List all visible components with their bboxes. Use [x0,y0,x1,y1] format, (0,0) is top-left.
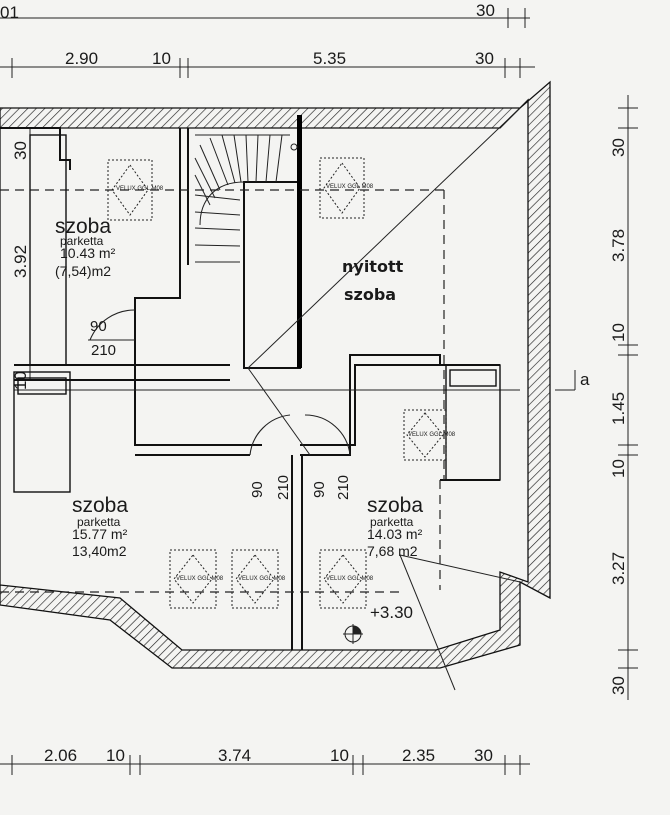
dim-r-378: 3.78 [609,229,628,262]
dim-235: 2.35 [402,746,435,765]
dim-374: 3.74 [218,746,251,765]
section-marker [555,370,576,391]
dim-30-bottom: 30 [474,746,493,765]
open-room-line2: szoba [344,285,396,304]
dim-r-30b: 30 [609,676,628,695]
roof-window-1 [107,159,153,221]
dim-top-right: 30 [476,1,495,20]
thick-wall [297,115,302,368]
dashed-lines [0,189,445,593]
room-2-area: 15.77 m² [72,526,128,542]
room-1-alt-area: (7,54)m2 [55,263,111,279]
roof-window-5 [231,549,279,609]
dim-290: 2.90 [65,49,98,68]
dim-r-145: 1.45 [609,392,628,425]
dim-l-30: 30 [11,141,30,160]
room-1-name: szoba [55,215,111,238]
dim-r-10b: 10 [609,459,628,478]
dim-r-30a: 30 [609,138,628,157]
roof-window-2 [319,157,365,219]
level-marker-icon [343,624,363,644]
room-1-area: 10.43 m² [60,245,116,261]
room-3-area: 14.03 m² [367,526,423,542]
dim-top-left: 01 [0,3,19,22]
room-2-floor: parketta [77,515,121,529]
door-3-height: 210 [335,475,352,500]
section-label: a [580,370,590,389]
level-label: +3.30 [370,603,413,622]
room-1-floor: parketta [60,234,104,248]
room-3-label: szoba parketta 14.03 m² 7,68 m2 [367,494,423,559]
dim-10-b2: 10 [330,746,349,765]
wardrobes [13,134,501,493]
window-label-6: VELUX GGL M08 [326,576,374,582]
room-3-alt-area: 7,68 m2 [367,543,418,559]
dim-l-392: 3.92 [11,245,30,278]
dim-r-10a: 10 [609,323,628,342]
dim-535: 5.35 [313,49,346,68]
open-room-line1: nyitott [342,257,404,276]
window-label-1: VELUX GGL M08 [116,186,164,192]
room-2-name: szoba [72,494,128,517]
roof-windows [107,157,447,609]
window-label-3: VELUX GGL M08 [408,432,456,438]
dim-10: 10 [152,49,171,68]
roof-window-3 [403,409,447,461]
dim-r-327: 3.27 [609,552,628,585]
roof-window-4 [169,549,217,609]
dim-10-b1: 10 [106,746,125,765]
room-2-alt-area: 13,40m2 [72,543,127,559]
window-label-2: VELUX GGL M08 [326,184,374,190]
door-2-height: 210 [275,475,292,500]
door-swings [88,309,351,456]
room-3-name: szoba [367,494,423,517]
dim-206: 2.06 [44,746,77,765]
staircase [194,134,298,263]
roof-lines [14,107,521,691]
interior-walls [0,127,500,650]
door-1-height: 210 [91,342,116,359]
room-1-label: szoba parketta 10.43 m² (7,54)m2 [55,215,116,279]
door-1-width: 90 [90,318,107,335]
window-label-4: VELUX GGL M08 [176,576,224,582]
room-2-label: szoba parketta 15.77 m² 13,40m2 [72,494,128,559]
dim-30-top: 30 [475,49,494,68]
window-label-5: VELUX GGL M08 [238,576,286,582]
room-3-floor: parketta [370,515,414,529]
door-2-width: 90 [249,481,266,498]
roof-window-6 [319,549,367,609]
door-3-width: 90 [311,481,328,498]
